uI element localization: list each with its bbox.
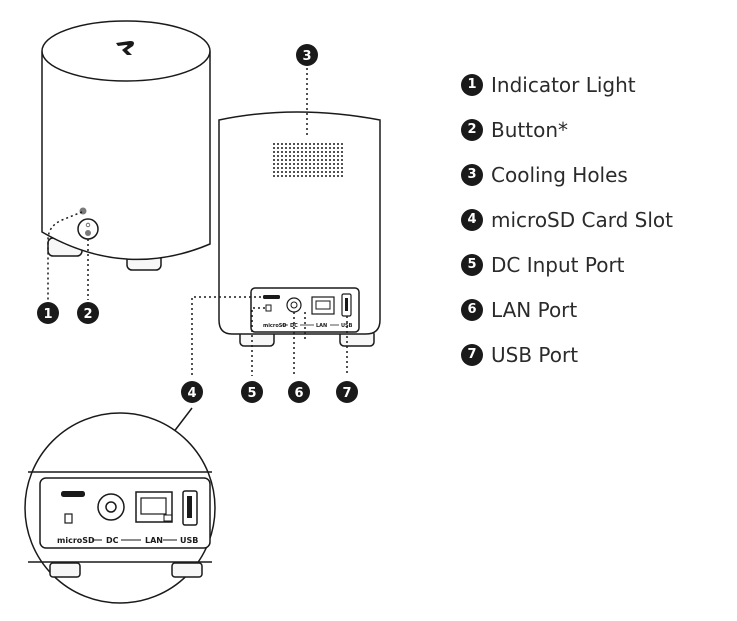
back-label-lan: LAN — [316, 323, 327, 329]
indicator-light-icon — [79, 207, 87, 215]
badge-7-number: 7 — [342, 386, 351, 401]
zoom-foot-left — [49, 562, 81, 578]
zoom-microsd-slot-icon — [61, 491, 85, 497]
legend-item-cooling-holes: 3 Cooling Holes — [461, 152, 731, 197]
badge-5-number: 5 — [247, 386, 256, 401]
zoom-usb-port-inner — [187, 496, 192, 518]
diagram-badges: 1 2 3 4 5 6 7 — [37, 44, 358, 403]
badge-7: 7 — [336, 381, 358, 403]
microsd-slot-icon — [263, 295, 280, 299]
legend-badge: 1 — [461, 73, 483, 96]
back-leader-lines — [191, 68, 348, 376]
front-view-device — [41, 20, 211, 271]
legend-item-indicator-light: 1 Indicator Light — [461, 62, 731, 107]
legend-badge: 4 — [461, 208, 483, 231]
zoom-label-dc: DC — [106, 536, 119, 545]
zoom-dc-port-outer — [97, 493, 125, 521]
microsd-card-icon — [265, 304, 272, 312]
cooling-holes-icon — [273, 143, 343, 177]
badge-6-number: 6 — [294, 386, 303, 401]
badge-5: 5 — [241, 381, 263, 403]
badge-3: 3 — [296, 44, 318, 66]
badge-1-number: 1 — [43, 307, 52, 322]
legend-badge: 5 — [461, 253, 483, 276]
button-icon — [85, 230, 91, 236]
badge-4: 4 — [181, 381, 203, 403]
dc-port-outer — [286, 297, 302, 313]
legend-label: microSD Card Slot — [491, 207, 673, 232]
legend-badge: 2 — [461, 118, 483, 141]
badge-6: 6 — [288, 381, 310, 403]
legend-badge: 7 — [461, 343, 483, 366]
legend-label: DC Input Port — [491, 252, 625, 277]
badge-4-number: 4 — [187, 386, 196, 401]
zoom-label-microsd: microSD — [57, 536, 95, 545]
zoom-lan-port-inner — [140, 497, 167, 515]
legend-item-usb-port: 7 USB Port — [461, 332, 731, 377]
back-view-device: microSD DC LAN USB — [218, 111, 381, 347]
back-label-microsd: microSD — [263, 323, 287, 329]
legend-item-dc-input-port: 5 DC Input Port — [461, 242, 731, 287]
badge-2: 2 — [77, 302, 99, 324]
legend-badge: 3 — [461, 163, 483, 186]
zoom-label-lan: LAN — [145, 536, 163, 545]
legend-item-microsd-card-slot: 4 microSD Card Slot — [461, 197, 731, 242]
zoom-foot-right — [171, 562, 203, 578]
lan-port-icon — [311, 296, 335, 315]
legend-label: Cooling Holes — [491, 162, 628, 187]
legend: 1 Indicator Light 2 Button* 3 Cooling Ho… — [461, 62, 731, 377]
legend-badge: 6 — [461, 298, 483, 321]
back-body — [218, 111, 381, 335]
dc-port-icon — [290, 301, 298, 309]
legend-label: Indicator Light — [491, 72, 636, 97]
zoom-dc-port-icon — [105, 501, 117, 513]
legend-label: LAN Port — [491, 297, 578, 322]
front-body — [41, 51, 211, 261]
front-leader-lines — [47, 211, 89, 300]
legend-label: USB Port — [491, 342, 579, 367]
zoom-label-usb: USB — [180, 536, 198, 545]
legend-item-lan-port: 6 LAN Port — [461, 287, 731, 332]
zoom-detail: microSD DC LAN USB — [24, 407, 216, 604]
zoom-lan-port-latch — [163, 514, 173, 522]
back-label-dc: DC — [290, 323, 298, 329]
zoom-microsd-card-icon — [64, 513, 73, 524]
lan-port-inner — [315, 300, 331, 310]
legend-label: Button* — [491, 117, 568, 142]
button-light-icon — [85, 222, 91, 228]
brand-logo-icon — [116, 41, 134, 55]
badge-2-number: 2 — [83, 307, 92, 322]
zoom-body-outline — [28, 471, 212, 563]
badge-3-number: 3 — [302, 49, 311, 64]
badge-1: 1 — [37, 302, 59, 324]
usb-port-inner — [345, 298, 348, 311]
legend-item-button: 2 Button* — [461, 107, 731, 152]
